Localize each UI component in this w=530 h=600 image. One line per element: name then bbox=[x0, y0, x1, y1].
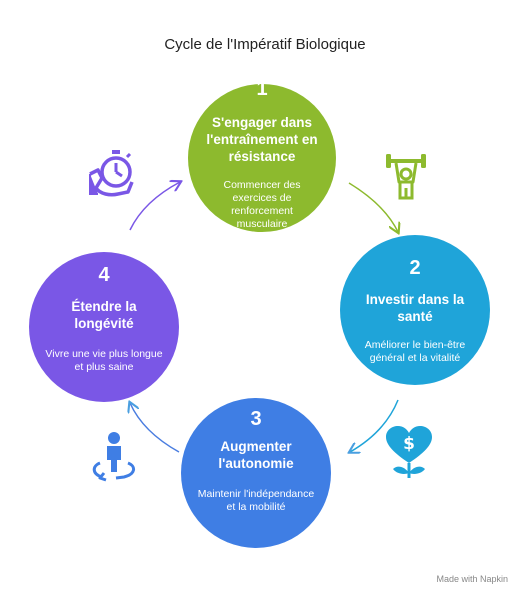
weightlifter-icon bbox=[386, 154, 426, 200]
step-2-circle: 2 Investir dans la santé Améliorer le bi… bbox=[340, 235, 490, 385]
step-2-heading: Investir dans la santé bbox=[365, 292, 465, 324]
step-1-number: 1 bbox=[256, 78, 268, 100]
arrow-4-to-1 bbox=[129, 182, 180, 231]
svg-text:$: $ bbox=[403, 434, 415, 454]
step-3-heading: Augmenter l'autonomie bbox=[218, 439, 294, 471]
step-2-description: Améliorer le bien-être général et la vit… bbox=[364, 339, 466, 364]
heart-dollar-plant-icon: $ bbox=[386, 426, 432, 478]
step-4-heading: Étendre la longévité bbox=[71, 299, 137, 331]
person-rotate-icon bbox=[92, 432, 135, 482]
step-4-circle: 4 Étendre la longévité Vivre une vie plu… bbox=[29, 252, 179, 402]
napkin-credit: Made with Napkin bbox=[436, 574, 508, 584]
arrow-2-to-3 bbox=[350, 399, 399, 452]
arrow-3-to-4 bbox=[130, 403, 180, 453]
step-1-heading: S'engager dans l'entraînement en résista… bbox=[206, 115, 318, 164]
arrow-1-to-2 bbox=[348, 182, 398, 232]
step-3-number: 3 bbox=[250, 408, 262, 430]
diagram-title: Cycle de l'Impératif Biologique bbox=[164, 36, 366, 53]
step-1-description: Commencer des exercices de renforcement … bbox=[223, 179, 301, 230]
stopwatch-hand-icon bbox=[89, 150, 134, 197]
step-2-number: 2 bbox=[409, 257, 421, 279]
step-4-number: 4 bbox=[98, 264, 110, 286]
step-3-circle: 3 Augmenter l'autonomie Maintenir l'indé… bbox=[181, 398, 331, 548]
step-3-description: Maintenir l'indépendance et la mobilité bbox=[197, 488, 315, 513]
step-4-description: Vivre une vie plus longue et plus saine bbox=[45, 348, 163, 373]
step-1-circle: 1 S'engager dans l'entraînement en résis… bbox=[188, 78, 336, 232]
